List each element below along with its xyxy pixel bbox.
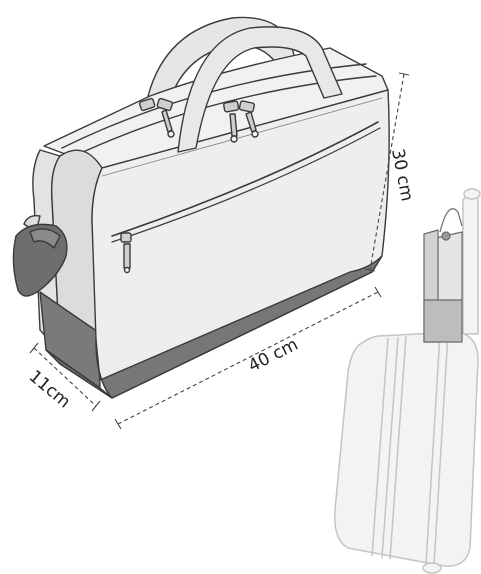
- dimension-lines: [29, 72, 410, 430]
- height-dimension-line: [369, 73, 405, 271]
- laptop-bag-icon: [12, 16, 390, 399]
- depth-dimension-line: [33, 347, 97, 407]
- rolling-suitcase-icon: [334, 188, 481, 574]
- mini-bag-icon: [423, 208, 463, 343]
- height-label: 30 cm: [387, 147, 417, 203]
- width-label: 40 cm: [245, 335, 301, 377]
- depth-label: 11cm: [25, 367, 74, 413]
